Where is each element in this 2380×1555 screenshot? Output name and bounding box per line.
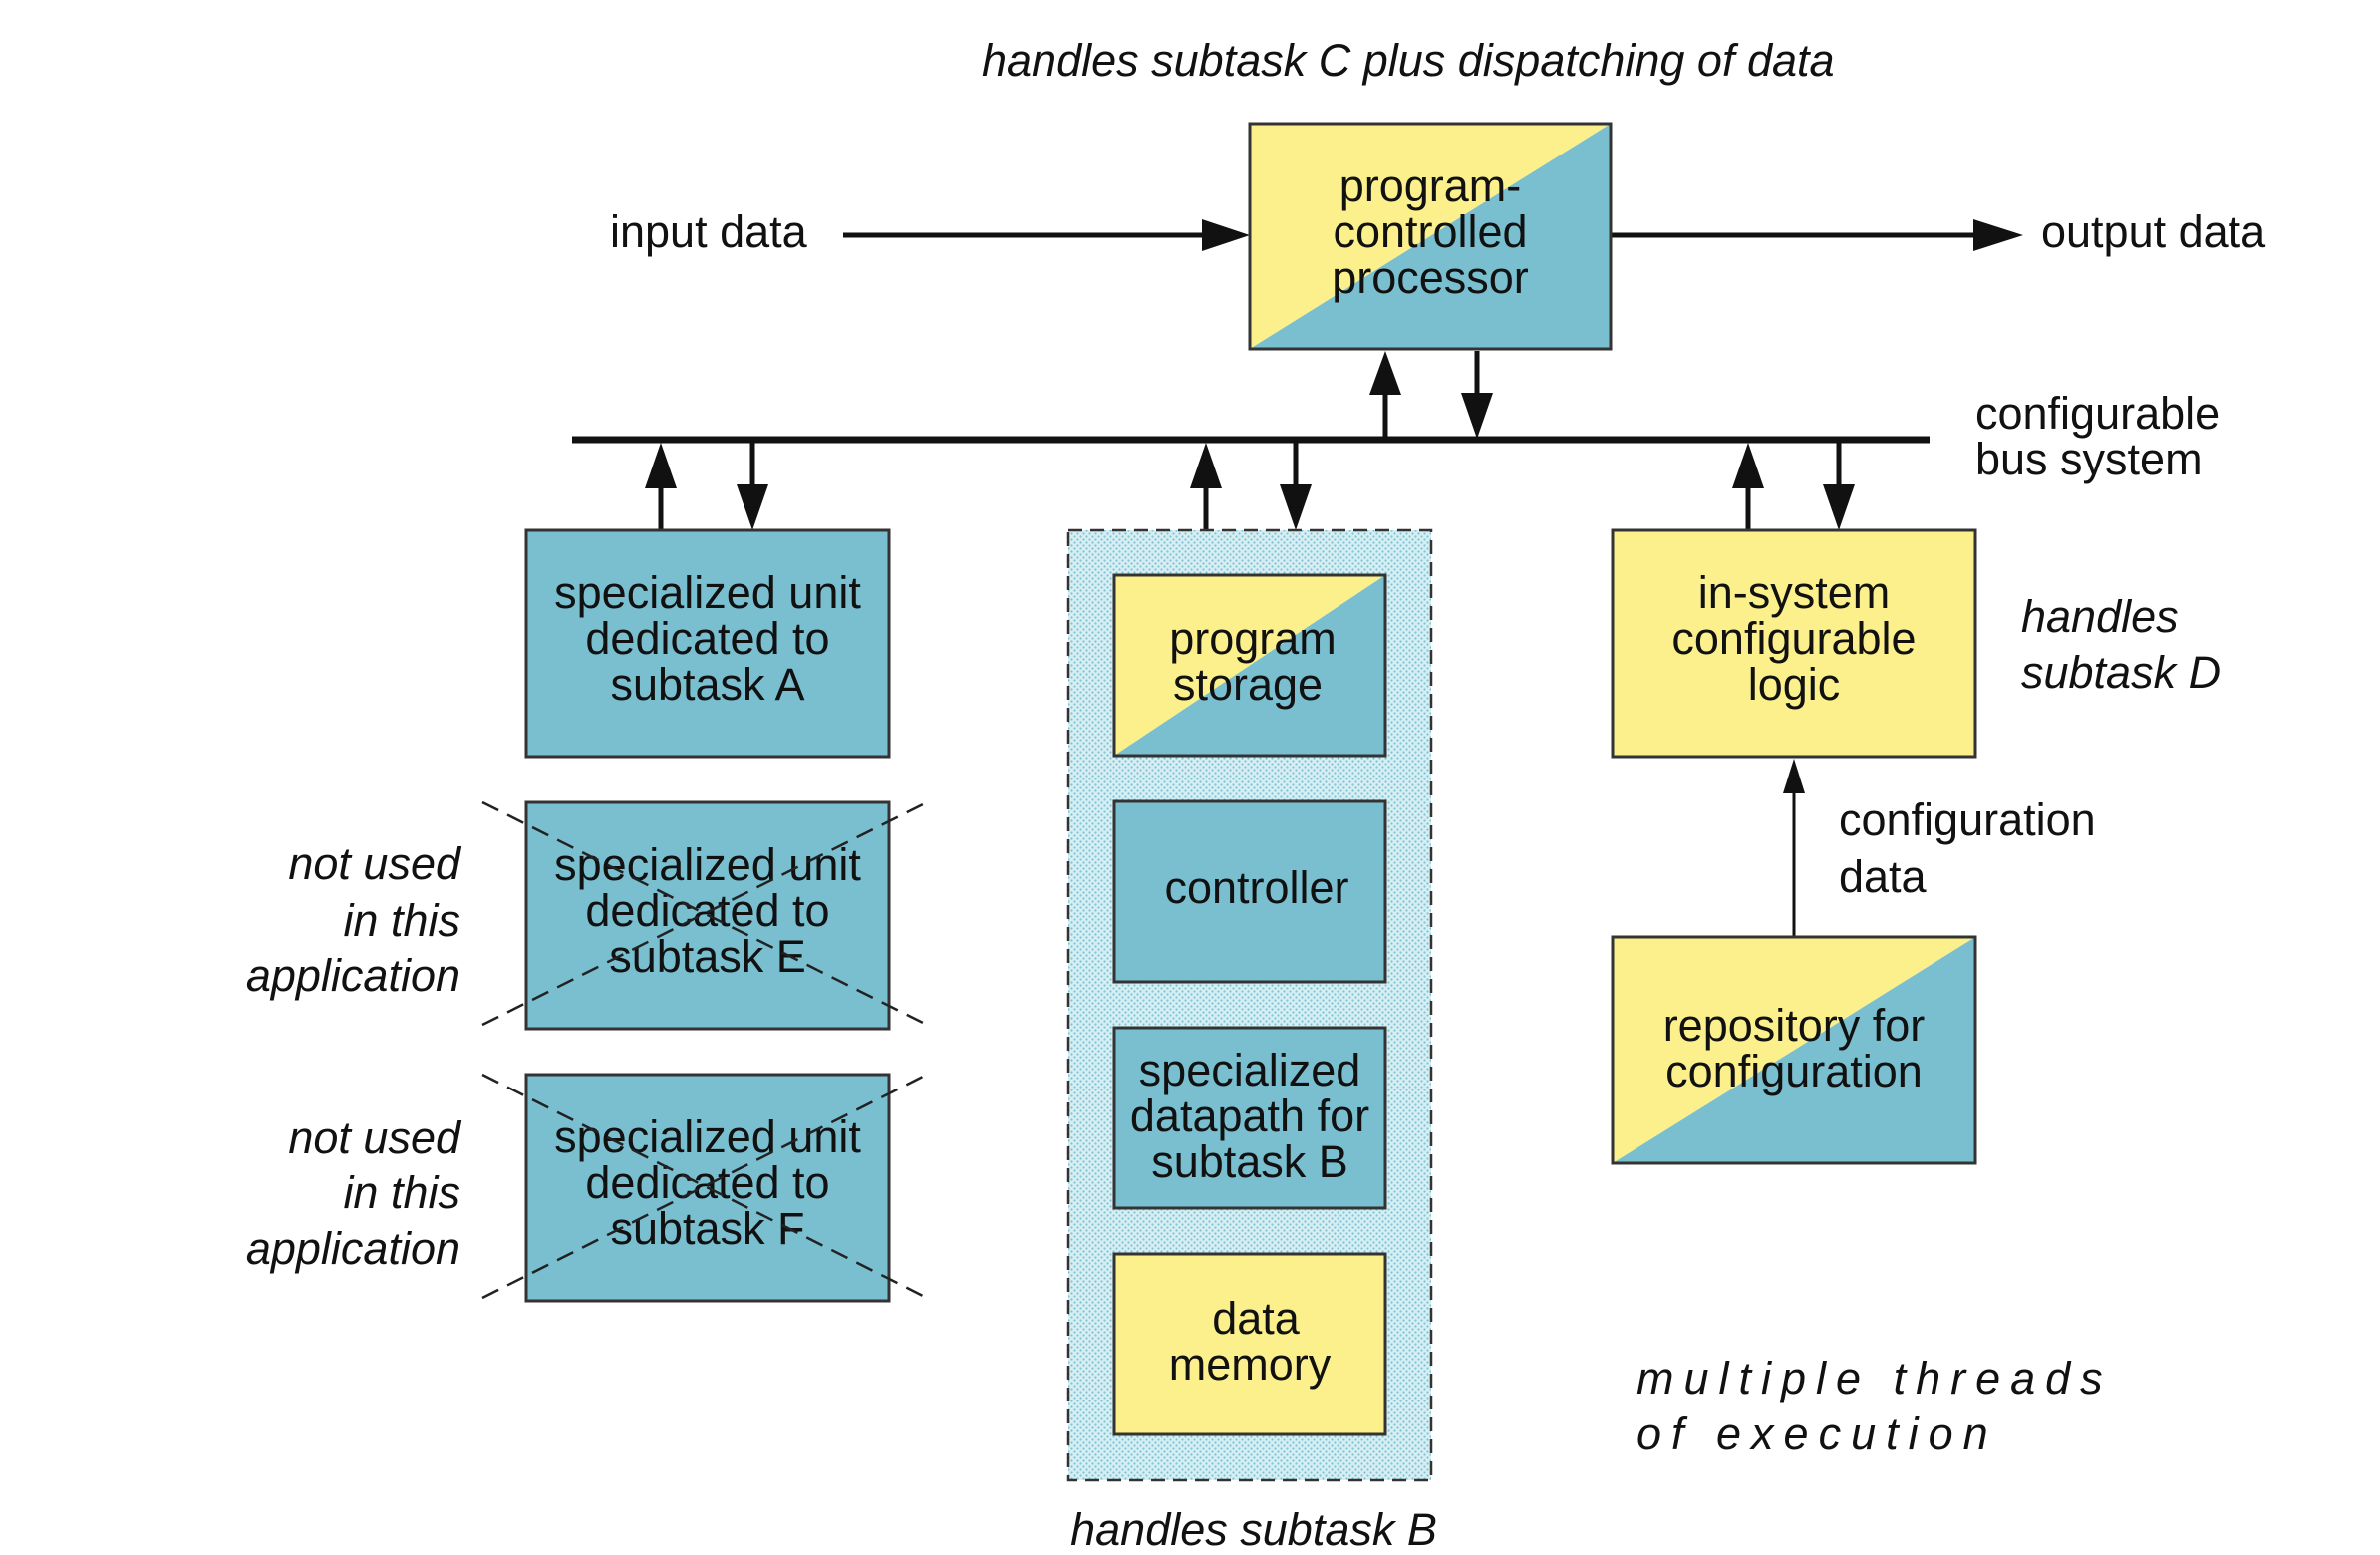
unit-e-note-1: not used — [288, 838, 462, 889]
input-data-label: input data — [610, 206, 808, 257]
logic-down-arrow-head — [1823, 484, 1855, 530]
repository-box: repository for configuration — [1611, 935, 1977, 1165]
group-b-up-arrow-head — [1190, 443, 1222, 488]
unit-f-label-1: specialized unit — [554, 1111, 861, 1162]
controller-label: controller — [1164, 862, 1348, 913]
unit-f-label-3: subtask F — [610, 1203, 804, 1254]
program-storage-box: program storage — [1112, 573, 1387, 758]
datapath-label-2: datapath for — [1130, 1090, 1369, 1141]
config-data-label-1: configuration — [1839, 794, 2096, 845]
unit-e-label-2: dedicated to — [585, 885, 829, 936]
unit-e-label-1: specialized unit — [554, 839, 861, 890]
unit-f-note-1: not used — [288, 1112, 462, 1163]
data-memory-label-1: data — [1212, 1293, 1301, 1344]
configurable-logic-box: in-system configurable logic — [1611, 528, 1977, 759]
data-memory-label-2: memory — [1169, 1339, 1332, 1390]
processor-down-arrow-head — [1461, 393, 1493, 439]
repository-label-2: configuration — [1665, 1046, 1923, 1096]
unit-a-label-3: subtask A — [610, 659, 804, 710]
datapath-label-3: subtask B — [1151, 1136, 1348, 1187]
bus-label-1: configurable — [1975, 388, 2220, 439]
config-arrow-head — [1783, 759, 1805, 793]
logic-note-1: handles — [2021, 591, 2179, 642]
output-arrow-head — [1973, 219, 2023, 251]
program-storage-label-2: storage — [1173, 659, 1323, 710]
logic-up-arrow-head — [1732, 443, 1764, 488]
unit-f-note-2: in this — [343, 1167, 460, 1218]
output-data-label: output data — [2041, 206, 2266, 257]
unit-e-note-3: application — [246, 950, 460, 1001]
unit-a-down-arrow-head — [737, 484, 768, 530]
threads-label-2: of execution — [1636, 1408, 1998, 1459]
processor-label-3: processor — [1332, 252, 1529, 303]
unit-a-box: specialized unit dedicated to subtask A — [524, 528, 891, 759]
datapath-box: specialized datapath for subtask B — [1112, 1026, 1387, 1210]
unit-a-label-2: dedicated to — [585, 613, 829, 664]
unit-e-note-2: in this — [343, 895, 460, 946]
config-data-label-2: data — [1839, 851, 1928, 902]
logic-label-1: in-system — [1698, 567, 1891, 618]
processor-box: program- controlled processor — [1248, 122, 1613, 351]
datapath-label-1: specialized — [1139, 1045, 1361, 1095]
title-note: handles subtask C plus dispatching of da… — [982, 35, 1835, 86]
unit-a-up-arrow-head — [645, 443, 677, 488]
repository-label-1: repository for — [1663, 1000, 1926, 1051]
data-memory-box: data memory — [1112, 1252, 1387, 1436]
controller-box: controller — [1112, 799, 1387, 984]
unit-f-label-2: dedicated to — [585, 1157, 829, 1208]
input-arrow-head — [1202, 219, 1250, 251]
group-b-down-arrow-head — [1280, 484, 1312, 530]
logic-note-2: subtask D — [2021, 647, 2221, 698]
bus-label-2: bus system — [1975, 434, 2203, 484]
program-storage-label-1: program — [1169, 613, 1337, 664]
unit-a-label-1: specialized unit — [554, 567, 861, 618]
processor-label-2: controlled — [1333, 206, 1527, 257]
group-b-caption: handles subtask B — [1070, 1504, 1437, 1555]
unit-f-box: specialized unit dedicated to subtask F — [481, 1073, 928, 1303]
processor-label-1: program- — [1339, 160, 1522, 211]
unit-e-label-3: subtask E — [609, 931, 806, 982]
unit-f-note-3: application — [246, 1223, 460, 1274]
processor-up-arrow-head — [1369, 351, 1401, 395]
threads-label-1: multiple threads — [1636, 1353, 2113, 1403]
logic-label-2: configurable — [1671, 613, 1916, 664]
unit-e-box: specialized unit dedicated to subtask E — [481, 800, 928, 1031]
logic-label-3: logic — [1748, 659, 1841, 710]
